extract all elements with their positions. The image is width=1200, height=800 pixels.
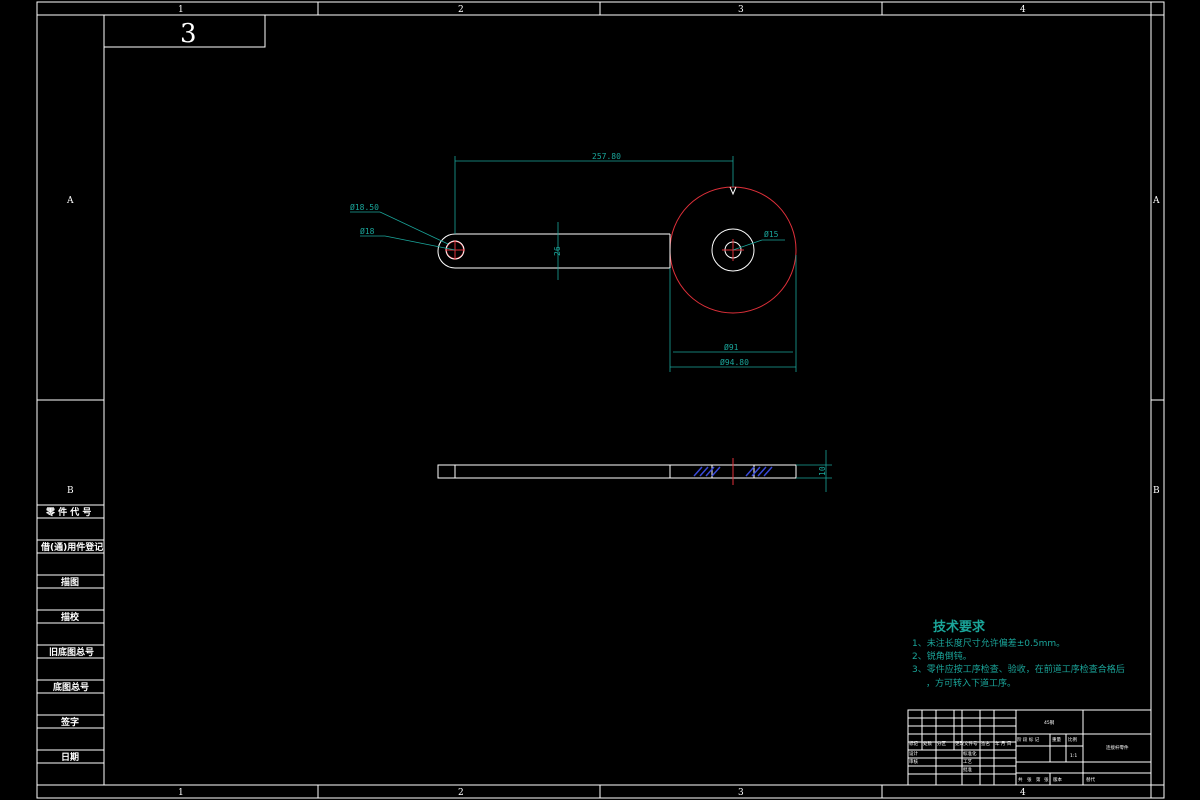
dim-hub-hole: Ø15 xyxy=(764,229,779,239)
section-outline xyxy=(437,464,797,479)
dim-dia-91: Ø91 xyxy=(724,342,739,352)
sheet-number: 3 xyxy=(180,19,197,49)
tb-stage-label: 阶 段 标 记 xyxy=(1017,736,1040,743)
dim-thickness: 10 xyxy=(818,466,827,476)
tb-role-approve: 批准 xyxy=(963,766,972,773)
tb-label-zone: 分区 xyxy=(937,740,946,747)
grid-bottom-1: 1 xyxy=(178,788,184,798)
side-label-sign: 签字 xyxy=(60,716,79,728)
hub-boss-circle xyxy=(711,228,755,272)
title-block: 45钢 连接杆零件 1:1 阶 段 标 记 重量 比例 标记 处数 分区 更改文… xyxy=(907,709,1152,786)
tb-material: 45钢 xyxy=(1044,719,1055,726)
grid-row-b-left: B xyxy=(67,486,74,496)
tb-replace: 替代 xyxy=(1086,776,1095,783)
tech-req-item-4: ，方可转入下道工序。 xyxy=(926,677,1016,689)
hub-notch xyxy=(729,186,737,196)
grid-bottom-2: 2 xyxy=(458,788,464,798)
side-label-part-code: 零 件 代 号 xyxy=(45,506,91,518)
section-view: 10 xyxy=(437,450,832,492)
grid-row-a-right: A xyxy=(1152,196,1160,206)
grid-top-4: 4 xyxy=(1020,5,1026,15)
dim-left-outer: Ø18.50 xyxy=(350,202,379,212)
tb-sheets-unit2: 张 xyxy=(1044,776,1049,783)
dim-left-inner: Ø18 xyxy=(360,226,375,236)
tb-sheets-total: 共 xyxy=(1018,776,1023,783)
hatch-right xyxy=(745,466,773,477)
tb-label-count: 处数 xyxy=(923,740,932,747)
dim-length: 257.80 xyxy=(592,152,621,161)
side-label-trace: 描图 xyxy=(61,576,79,588)
arm-outline xyxy=(455,233,670,269)
tb-part-name: 连接杆零件 xyxy=(1106,744,1129,751)
tech-req-item-2: 2、锐角倒钝。 xyxy=(912,650,972,662)
tb-role-review: 审核 xyxy=(909,758,918,765)
tb-sheets-unit1: 张 xyxy=(1027,776,1032,783)
tb-scale: 1:1 xyxy=(1070,753,1077,759)
tech-requirements: 技术要求 1、未注长度尺寸允许偏差±0.5mm。 2、锐角倒钝。 3、零件应按工… xyxy=(912,619,1125,689)
side-label-old-base-no: 旧底图总号 xyxy=(49,646,94,658)
side-label-base-no: 底图总号 xyxy=(53,681,89,693)
hatch-left xyxy=(693,466,721,477)
dim-dia-94: Ø94.80 xyxy=(720,357,749,367)
tb-role-standard: 标准化 xyxy=(963,750,977,757)
grid-top-2: 2 xyxy=(458,5,464,15)
side-label-date: 日期 xyxy=(61,751,79,763)
grid-row-b-right: B xyxy=(1153,486,1160,496)
tb-version: 版本 xyxy=(1053,776,1062,783)
grid-top-3: 3 xyxy=(738,5,744,15)
side-label-trace-check: 描校 xyxy=(61,611,80,623)
side-table: 零 件 代 号 借(通)用件登记 描图 描校 旧底图总号 底图总号 签字 日期 xyxy=(37,504,104,764)
grid-top-1: 1 xyxy=(178,5,184,15)
sheet-number-box xyxy=(103,14,266,48)
dim-width: 26 xyxy=(553,246,562,256)
tb-sheet-no: 第 xyxy=(1036,776,1041,783)
grid-bottom-4: 4 xyxy=(1020,788,1026,798)
tech-req-title: 技术要求 xyxy=(933,619,986,635)
tb-label-change-doc: 更改文件号 xyxy=(955,740,978,747)
grid-bottom-3: 3 xyxy=(738,788,744,798)
tech-req-item-1: 1、未注长度尺寸允许偏差±0.5mm。 xyxy=(912,637,1065,649)
tb-label-date: 年 月 日 xyxy=(995,740,1011,747)
grid-row-a-left: A xyxy=(66,196,74,206)
tb-label-signature: 签名 xyxy=(981,740,990,747)
front-view: 257.80 Ø18.50 Ø18 26 Ø15 Ø91 Ø94.80 xyxy=(350,152,797,372)
tb-weight-label: 重量 xyxy=(1052,736,1061,743)
tb-label-mark: 标记 xyxy=(909,740,918,747)
tb-role-design: 设计 xyxy=(909,750,918,757)
tech-req-item-3: 3、零件应按工序检查、验收，在前道工序检查合格后 xyxy=(912,663,1125,675)
tb-scale-label: 比例 xyxy=(1068,736,1077,743)
arm-left-end xyxy=(437,233,456,269)
tb-role-process: 工艺 xyxy=(963,759,972,765)
side-label-reuse: 借(通)用件登记 xyxy=(40,541,103,553)
